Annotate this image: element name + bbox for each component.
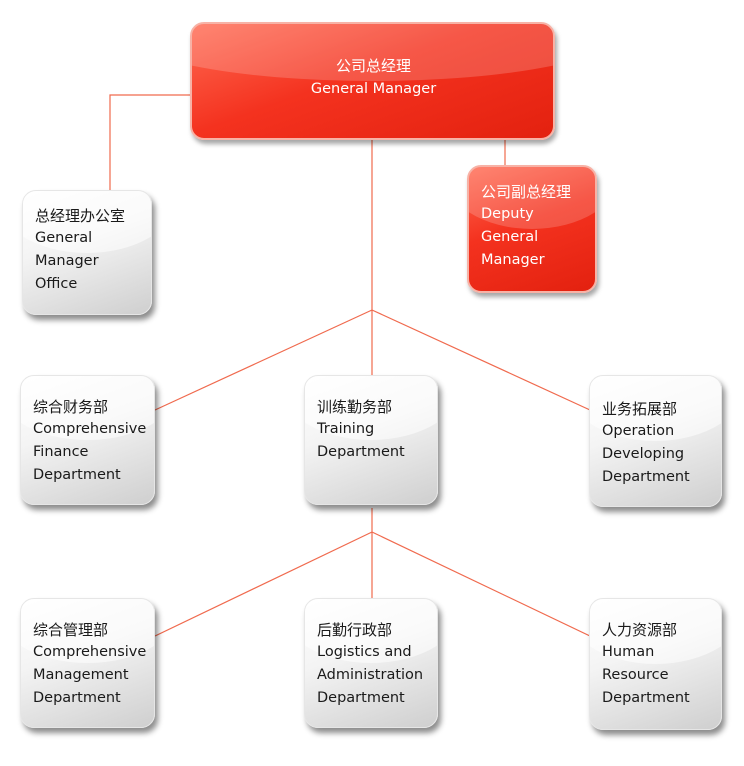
finance-dept-cn: 综合财务部	[33, 398, 109, 416]
gm-office-cn: 总经理办公室	[35, 207, 126, 225]
line-hub-to-operation	[371, 309, 591, 411]
hr-dept-en: Human Resource Department	[602, 644, 690, 706]
line-hub2-to-hr	[371, 531, 591, 637]
deputy-gm-en: Deputy General Manager	[481, 206, 545, 268]
hr-dept-box: 人力资源部 Human Resource Department	[589, 598, 722, 730]
gm-office-box: 总经理办公室 General Manager Office	[22, 190, 152, 315]
deputy-gm-cn: 公司副总经理	[481, 183, 572, 201]
operation-dept-cn: 业务拓展部	[602, 400, 678, 418]
training-dept-box: 训练勤务部 Training Department	[304, 375, 438, 505]
gm-office-en: General Manager Office	[35, 230, 99, 292]
deputy-gm-box: 公司副总经理 Deputy General Manager	[467, 165, 597, 293]
general-manager-box: 公司总经理 General Manager	[190, 22, 555, 140]
management-dept-cn: 综合管理部	[33, 621, 109, 639]
logistics-dept-cn: 后勤行政部	[317, 621, 393, 639]
general-manager-en: General Manager	[310, 81, 437, 97]
logistics-dept-en: Logistics and Administration Department	[317, 644, 424, 706]
line-gm-to-office	[109, 94, 190, 190]
line-hub-to-finance	[154, 309, 373, 411]
operation-dept-box: 业务拓展部 Operation Developing Department	[589, 375, 722, 507]
finance-dept-box: 综合财务部 Comprehensive Finance Department	[20, 375, 155, 505]
general-manager-cn: 公司总经理	[335, 57, 411, 75]
finance-dept-en: Comprehensive Finance Department	[33, 421, 147, 483]
management-dept-en: Comprehensive Management Department	[33, 644, 147, 706]
hr-dept-cn: 人力资源部	[602, 621, 678, 639]
training-dept-en: Training Department	[317, 421, 405, 460]
operation-dept-en: Operation Developing Department	[602, 423, 690, 485]
management-dept-box: 综合管理部 Comprehensive Management Departmen…	[20, 598, 155, 728]
line-hub2-to-management	[154, 531, 373, 637]
logistics-dept-box: 后勤行政部 Logistics and Administration Depar…	[304, 598, 438, 728]
training-dept-cn: 训练勤务部	[317, 398, 393, 416]
